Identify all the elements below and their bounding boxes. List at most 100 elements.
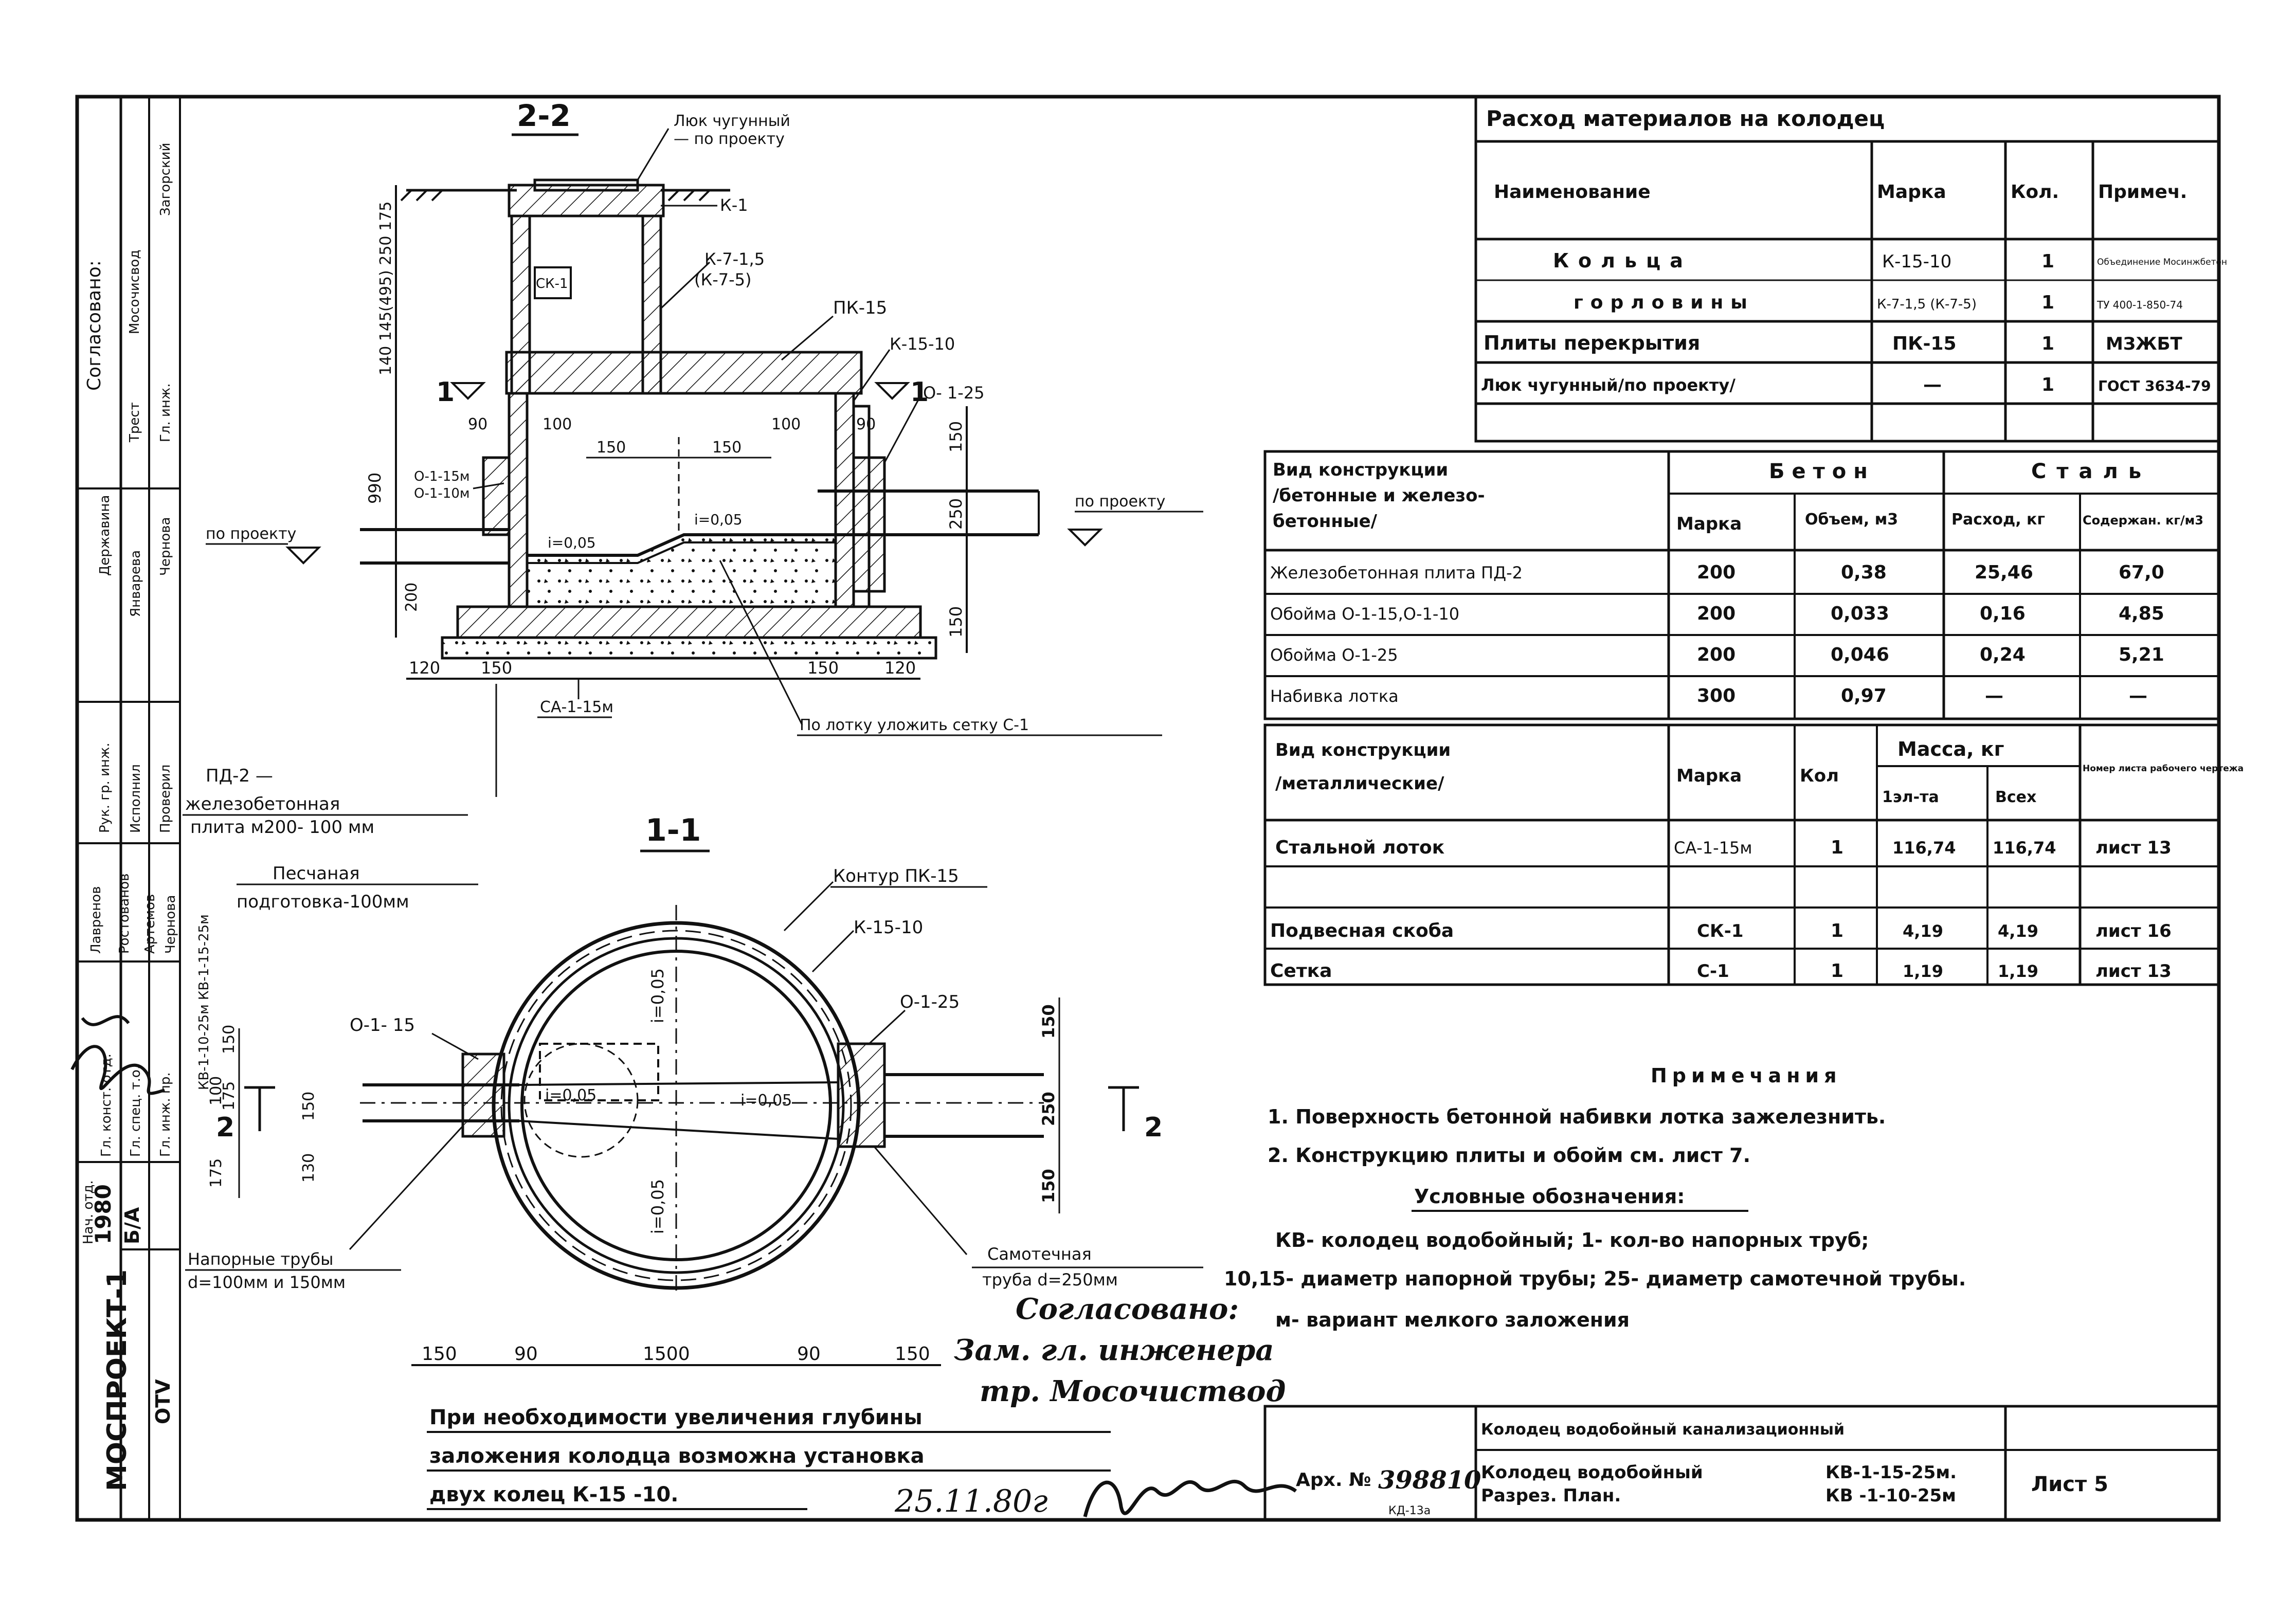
metal-marka: Марка	[1676, 766, 1742, 786]
concrete-sub-3: Содержан. кг/м3	[2083, 513, 2203, 528]
concrete-r2-c1: 200	[1697, 644, 1735, 665]
dim-v150a: 150	[1039, 1004, 1058, 1039]
pk15-plate	[505, 351, 863, 395]
label-o125: О- 1-25	[923, 383, 985, 403]
concrete-stal: Сталь	[2031, 460, 2152, 483]
stamp-name-0: Мосочисвод	[127, 250, 142, 334]
stamp-role-12: Гл. инж. пр.	[158, 1072, 173, 1157]
dim-l175b: 175	[207, 1158, 225, 1188]
slope-v1: i=0,05	[648, 968, 667, 1023]
stamp-otv: ОТV	[152, 1379, 174, 1424]
dim-100b: 100	[771, 415, 801, 433]
metal-head-b: /металлические/	[1275, 773, 1444, 794]
slope-h2: i=0,05	[740, 1092, 792, 1110]
materials-table: Расход материалов на колодец Наименовани…	[1474, 95, 2227, 443]
o125-left-block	[482, 456, 511, 536]
concrete-sub-2: Расход, кг	[1951, 511, 2045, 529]
materials-r1-c0: горловины	[1574, 292, 1755, 313]
concrete-r2-c2: 0,046	[1831, 644, 1889, 665]
materials-r3-c1: —	[1923, 374, 1942, 395]
concrete-r3-c3: —	[1985, 685, 2003, 706]
metal-r2-c0: Подвесная скоба	[1270, 920, 1454, 941]
well-wall-right	[834, 392, 855, 608]
sand-layer	[441, 636, 937, 660]
stamp-role-11: Гл. спец. т.о.	[128, 1065, 143, 1157]
title-sheet: Лист 5	[2031, 1473, 2108, 1496]
stamp-role-7: Проверил	[158, 765, 173, 833]
mark1-right: 1	[910, 377, 929, 408]
stamp-name-8: Чернова	[163, 895, 178, 954]
metal-r2-c5: лист 16	[2095, 921, 2172, 941]
dim-v150: 150	[946, 421, 966, 452]
stamp-role-5: Рук. гр. инж.	[97, 742, 113, 833]
metal-r0-c4: 116,74	[1993, 838, 2056, 858]
metal-r3-c2: 1	[1831, 960, 1843, 982]
dim-200: 200	[403, 583, 421, 612]
approval-a: Согласовано:	[1016, 1292, 1239, 1326]
o125-right-block	[852, 456, 886, 593]
label-k1: К-1	[720, 195, 748, 215]
label-contour: Контур ПК-15	[833, 866, 959, 886]
concrete-sub-1: Объем, м3	[1805, 511, 1898, 529]
stamp-signature	[70, 1015, 165, 1095]
depth-note-0: При необходимости увеличения глубины	[429, 1406, 923, 1429]
stamp-name-2: Державина	[97, 495, 113, 576]
concrete-r2-c3: 0,24	[1980, 644, 2026, 665]
mark2-left: 2	[216, 1112, 234, 1143]
dim-150r: 150	[895, 1344, 930, 1365]
metal-r3-c1: С-1	[1697, 961, 1729, 982]
label-gravity-a: Самотечная	[987, 1244, 1092, 1264]
concrete-r1-c4: 4,85	[2119, 603, 2164, 624]
stamp-role-0: Трест	[127, 402, 142, 443]
notes-item-1: 2. Конструкцию плиты и обойм см. лист 7.	[1268, 1144, 1750, 1167]
materials-r0-c3: Объединение Мосинжбетон	[2097, 257, 2227, 267]
metal-head-a: Вид конструкции	[1275, 740, 1451, 760]
concrete-r0-c4: 67,0	[2119, 562, 2164, 583]
materials-r2-c3: МЗЖБТ	[2106, 334, 2183, 354]
dim-150e: 150	[807, 658, 839, 678]
pipe-right-block	[837, 1042, 886, 1148]
concrete-r3-c4: —	[2129, 685, 2147, 706]
label-pd2-a: ПД-2 —	[206, 766, 273, 786]
label-o115: О-1- 15	[350, 1015, 415, 1036]
label-pk15: ПК-15	[833, 298, 887, 318]
materials-r0-c2: 1	[2041, 251, 2054, 272]
stamp-org: МОСПРОЕКТ-1	[102, 1269, 133, 1491]
concrete-head-a: Вид конструкции	[1273, 460, 1448, 480]
side-stamp: МОСПРОЕКТ-1 1980 Б/А ОТV Согласовано: Тр…	[70, 97, 212, 1520]
stamp-role-6: Исполнил	[128, 764, 143, 833]
metal-r3-c3: 1,19	[1903, 961, 1943, 981]
metal-one: 1эл-та	[1882, 788, 1939, 806]
stamp-name-7: Артемов	[142, 894, 158, 954]
base-slab	[456, 605, 922, 639]
legend-title: Условные обозначения:	[1414, 1185, 1685, 1208]
metal-r2-c4: 4,19	[1998, 921, 2038, 941]
title-code-b: КВ -1-10-25м	[1825, 1485, 1956, 1506]
label-o110m: О-1-10м	[414, 486, 469, 501]
label-po-proektu-r: по проекту	[1075, 493, 1165, 511]
label-pressure-a: Напорные трубы	[188, 1249, 333, 1269]
dim-v250: 250	[1039, 1092, 1058, 1126]
approval-b: Зам. гл. инженера	[954, 1333, 1274, 1367]
concrete-r2-c0: Обойма О-1-25	[1270, 645, 1398, 665]
label-mesh: По лотку уложить сетку С-1	[800, 716, 1029, 734]
metal-r2-c3: 4,19	[1903, 921, 1943, 941]
metal-massa: Масса, кг	[1897, 738, 2004, 760]
dim-l150b: 150	[300, 1092, 318, 1121]
stamp-role-9: Нач. отд.	[81, 1180, 96, 1244]
concrete-r1-c0: Обойма О-1-15,О-1-10	[1270, 604, 1459, 624]
dim-1500: 1500	[643, 1344, 690, 1365]
metal-r0-c1: СА-1-15м	[1674, 838, 1752, 858]
title-name-a: Колодец водобойный	[1481, 1462, 1703, 1483]
materials-r3-c3: ГОСТ 3634-79	[2098, 377, 2211, 394]
pipe-left-block	[461, 1053, 505, 1138]
materials-r2-c1: ПК-15	[1892, 333, 1957, 354]
mark2-right: 2	[1144, 1112, 1163, 1143]
dim-150d: 150	[481, 658, 512, 678]
dim-l150: 150	[220, 1025, 238, 1054]
materials-r3-c2: 1	[2041, 374, 2054, 395]
legend-2: м- вариант мелкого заложения	[1275, 1309, 1630, 1331]
label-k75: (К-7-5)	[694, 270, 752, 289]
dim-90a: 90	[468, 415, 487, 433]
title-arch-label: Арх. №	[1296, 1469, 1371, 1491]
